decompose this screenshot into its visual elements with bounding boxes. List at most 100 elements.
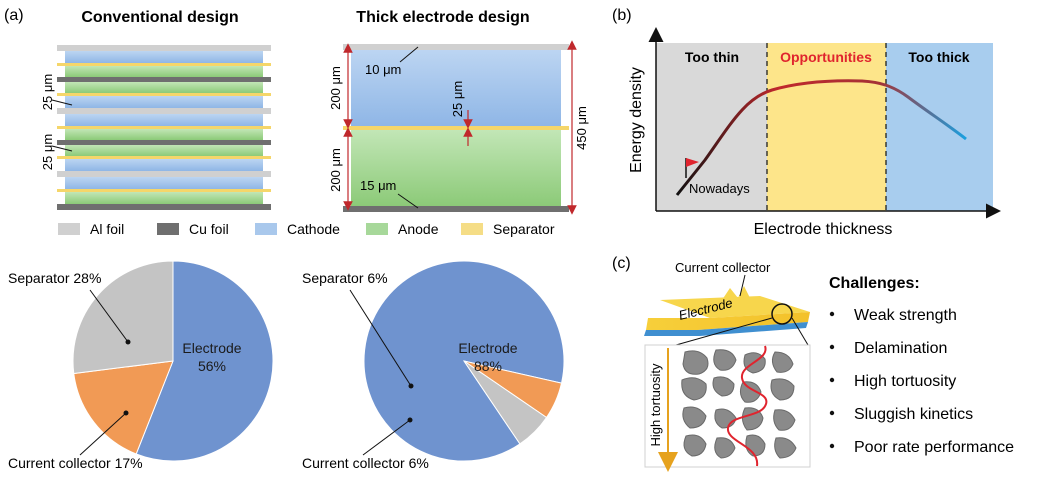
al-foil-layer bbox=[57, 45, 271, 51]
bullet-icon bbox=[829, 377, 835, 383]
pie-slice-electrode bbox=[135, 260, 274, 462]
separator-thickness-label: 25 μm bbox=[450, 81, 465, 117]
legend-separator-swatch bbox=[461, 223, 483, 235]
x-axis-label: Electrode thickness bbox=[754, 221, 893, 238]
zoom-line-right bbox=[791, 317, 809, 346]
separator-layer bbox=[57, 189, 271, 192]
bullet-icon bbox=[829, 410, 835, 416]
pie-slice-current-collector bbox=[73, 360, 174, 455]
tortuous-path bbox=[727, 345, 768, 467]
cu-foil-layer bbox=[57, 140, 271, 145]
al-foil-layer bbox=[57, 171, 271, 177]
conventional-stack bbox=[57, 45, 271, 210]
zoom-line-left bbox=[675, 317, 773, 346]
al-foil-leader bbox=[399, 46, 419, 63]
region-too-thick bbox=[886, 43, 993, 211]
pie-chart-conventional bbox=[72, 260, 274, 462]
separator-layer bbox=[57, 156, 271, 159]
thick-separator-layer bbox=[343, 126, 569, 130]
challenge-item: Sluggish kinetics bbox=[854, 406, 973, 423]
pie-conv-collector-leader bbox=[79, 412, 127, 456]
bullet-icon bbox=[829, 311, 835, 317]
cathode-layer bbox=[65, 159, 263, 171]
cathode-height-label: 200 μm bbox=[328, 66, 343, 110]
cu-foil-layer bbox=[57, 204, 271, 210]
challenges-list: Weak strength Delamination High tortuosi… bbox=[829, 307, 1014, 456]
pie-thick-separator-callout: Separator 6% bbox=[302, 270, 388, 286]
thick-stack bbox=[343, 44, 569, 212]
separator-layer bbox=[57, 126, 271, 129]
current-collector-label: Current collector bbox=[675, 260, 771, 275]
legend-separator-label: Separator bbox=[493, 221, 555, 237]
conv-dim-leader-bottom bbox=[51, 145, 73, 152]
tortuosity-label: High tortuosity bbox=[648, 363, 663, 447]
thick-title: Thick electrode design bbox=[356, 9, 529, 26]
pie-thick-collector-leader bbox=[362, 419, 411, 456]
pie-conv-separator-callout: Separator 28% bbox=[8, 270, 101, 286]
cathode-layer bbox=[65, 51, 263, 63]
challenge-item: Delamination bbox=[854, 340, 947, 357]
pie-conv-electrode-name: Electrode bbox=[182, 340, 241, 356]
bullet-icon bbox=[829, 443, 835, 449]
pie-conv-separator-dot bbox=[125, 339, 131, 345]
cu-foil-thickness-label: 15 μm bbox=[360, 178, 396, 193]
legend-cathode-label: Cathode bbox=[287, 221, 340, 237]
pie-thick-collector-dot bbox=[407, 417, 413, 423]
flag-icon bbox=[685, 158, 699, 178]
bullet-icon bbox=[829, 344, 835, 350]
region-opportunities-label: Opportunities bbox=[780, 49, 872, 65]
nowadays-marker-label: Nowadays bbox=[689, 181, 750, 196]
particle-cluster bbox=[681, 349, 797, 459]
pie-thick-separator-leader bbox=[349, 289, 412, 387]
anode-layer bbox=[65, 82, 263, 93]
legend-anode-swatch bbox=[366, 223, 388, 235]
al-foil-layer bbox=[343, 44, 569, 50]
challenge-item: High tortuosity bbox=[854, 373, 956, 390]
al-foil-layer bbox=[57, 108, 271, 114]
pie-thick-separator-dot bbox=[408, 383, 414, 389]
pie-conv-electrode-value: 56% bbox=[198, 358, 226, 374]
pie-conv-collector-callout: Current collector 17% bbox=[8, 455, 143, 471]
region-too-thick-label: Too thick bbox=[908, 49, 969, 65]
conv-dim-leader-top bbox=[51, 99, 73, 106]
pie-conv-collector-dot bbox=[123, 410, 129, 416]
region-too-thin bbox=[656, 43, 767, 211]
conv-dim-label-bottom: 25 μm bbox=[40, 134, 55, 170]
anode-height-label: 200 μm bbox=[328, 148, 343, 192]
legend-cu-foil-swatch bbox=[157, 223, 179, 235]
layer-legend: Al foil Cu foil Cathode Anode Separator bbox=[58, 221, 555, 237]
conv-dim-label-top: 25 μm bbox=[40, 74, 55, 110]
legend-cathode-swatch bbox=[255, 223, 277, 235]
legend-al-foil-swatch bbox=[58, 223, 80, 235]
zoom-circle bbox=[771, 303, 793, 325]
challenge-item: Poor rate performance bbox=[854, 439, 1014, 456]
thick-cathode-layer bbox=[351, 50, 561, 126]
collector-leader bbox=[739, 274, 746, 297]
panel-c-label: (c) bbox=[612, 255, 631, 272]
challenges-title: Challenges: bbox=[829, 275, 920, 292]
conventional-title: Conventional design bbox=[81, 9, 238, 26]
cu-foil-layer bbox=[343, 206, 569, 212]
legend-anode-label: Anode bbox=[398, 221, 439, 237]
panel-b-label: (b) bbox=[612, 7, 632, 24]
anode-layer bbox=[65, 129, 263, 140]
separator-layer bbox=[57, 93, 271, 96]
region-too-thin-label: Too thin bbox=[685, 49, 739, 65]
region-opportunities bbox=[767, 43, 886, 211]
y-axis-label: Energy density bbox=[628, 67, 645, 173]
challenge-item: Weak strength bbox=[854, 307, 957, 324]
cu-foil-layer bbox=[57, 77, 271, 82]
pie-chart-thick bbox=[363, 260, 565, 462]
separator-layer bbox=[57, 63, 271, 66]
energy-density-curve bbox=[675, 79, 967, 196]
pie-thick-electrode-value: 88% bbox=[474, 358, 502, 374]
al-foil-thickness-label: 10 μm bbox=[365, 62, 401, 77]
cu-foil-leader bbox=[397, 193, 419, 209]
pie-slice-separator bbox=[463, 360, 548, 445]
pie-conv-separator-leader bbox=[89, 289, 129, 343]
pie-slice-separator bbox=[72, 260, 174, 375]
pie-thick-electrode-name: Electrode bbox=[458, 340, 517, 356]
cathode-layer bbox=[65, 177, 263, 189]
anode-layer bbox=[65, 192, 263, 204]
